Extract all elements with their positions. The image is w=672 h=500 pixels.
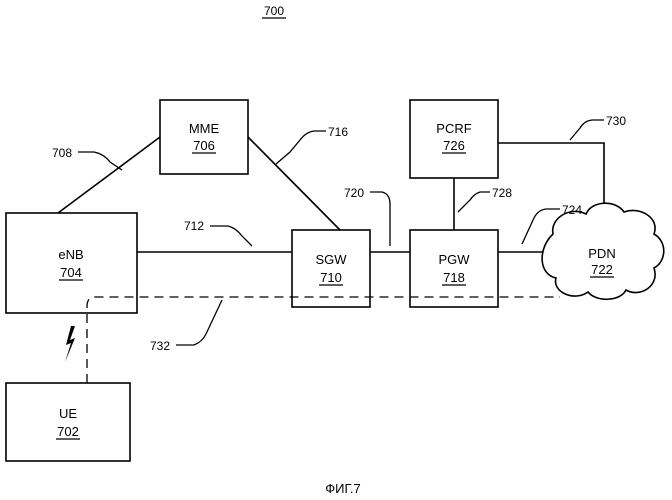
mme-box <box>160 100 248 174</box>
sgw-box <box>292 230 370 307</box>
pdn-label: PDN <box>588 246 615 261</box>
ue-box <box>6 383 130 461</box>
leader-730 <box>570 120 604 140</box>
enb-box <box>6 213 137 313</box>
ref-728: 728 <box>492 186 512 200</box>
mme-ref: 706 <box>193 138 215 153</box>
ue-label: UE <box>59 406 77 421</box>
pgw-box <box>410 230 498 307</box>
pgw-ref: 718 <box>443 270 465 285</box>
radio-link-icon <box>65 326 75 362</box>
line-enb-mme <box>58 137 160 213</box>
leader-712 <box>210 226 252 246</box>
sgw-label: SGW <box>315 252 347 267</box>
leader-708 <box>78 152 122 170</box>
ref-720: 720 <box>344 186 364 200</box>
enb-ref: 704 <box>60 265 82 280</box>
ref-712: 712 <box>184 219 204 233</box>
ref-708: 708 <box>52 146 72 160</box>
leader-720 <box>370 192 390 246</box>
figure-caption: ФИГ.7 <box>325 481 361 496</box>
pdn-ref: 722 <box>591 262 613 277</box>
enb-label: eNB <box>58 247 83 262</box>
ref-716: 716 <box>328 125 348 139</box>
sgw-ref: 710 <box>320 270 342 285</box>
mme-label: MME <box>189 121 220 136</box>
pcrf-label: PCRF <box>436 121 471 136</box>
leader-732 <box>176 300 222 345</box>
ue-ref: 702 <box>57 424 79 439</box>
ref-730: 730 <box>606 114 626 128</box>
leader-716 <box>276 131 326 164</box>
leader-728 <box>458 192 490 212</box>
pgw-label: PGW <box>438 252 470 267</box>
ref-724: 724 <box>562 203 582 217</box>
figure-number: 700 <box>264 4 284 18</box>
line-mme-sgw <box>248 137 340 230</box>
ref-732: 732 <box>150 339 170 353</box>
pcrf-ref: 726 <box>443 138 465 153</box>
